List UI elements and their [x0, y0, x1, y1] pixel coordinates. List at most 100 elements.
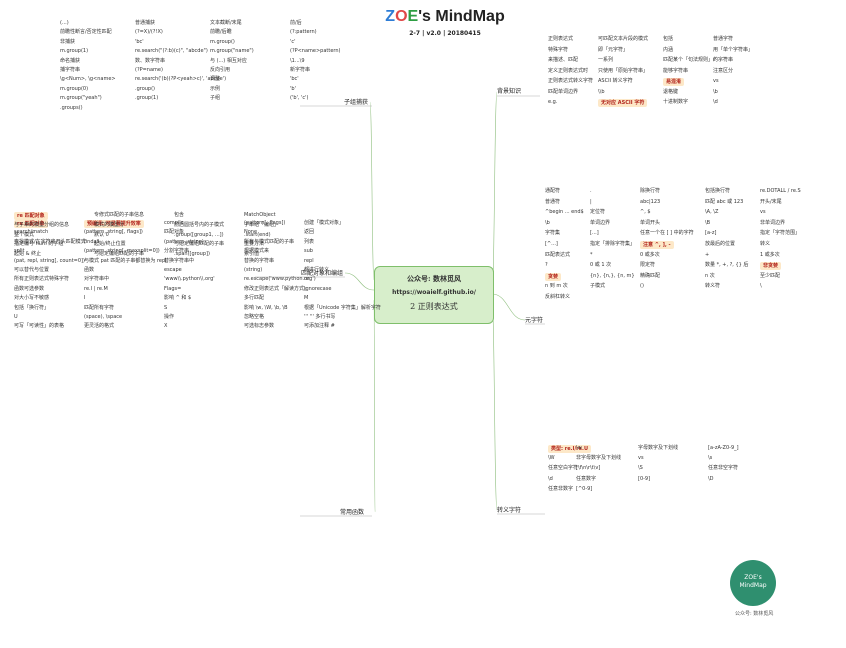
metachar-leaf: 任意一个在 [ ] 中的字符 [640, 230, 694, 237]
metachar-leaf: [^...] [545, 241, 558, 247]
background-leaf: 匹配某个「句法规则」的字符串 [663, 57, 734, 63]
metachar-leaf: 指定「排除字符集」 [590, 241, 636, 247]
common-func-leaf: 查找模式/在字符串开头匹配模式 [14, 238, 86, 245]
escape-leaf: [0-9] [638, 475, 651, 482]
metachar-leaf: 放最后的位置 [705, 241, 736, 247]
metachar-leaf: re.DOTALL / re.S [760, 188, 801, 194]
branch-common-funcs[interactable]: 常用函数 [340, 509, 365, 516]
metachar-leaf: vs [760, 209, 766, 216]
background-leaf: 即「元字符」 [598, 46, 629, 53]
metachar-leaf: {n}, {n,}, {n, m} [590, 272, 635, 279]
metachar-leaf: 0 或 1 次 [590, 262, 612, 269]
common-func-leaf: 可添加注释 # [304, 323, 335, 330]
metachar-leaf: 转义 [760, 241, 771, 247]
branch-subgroups[interactable]: 子组捕获 [344, 99, 369, 106]
subgroup-leaf: \1...\9 [290, 57, 305, 64]
common-func-leaf: (string) [244, 267, 263, 273]
common-func-leaf: 替换字符串中 [164, 257, 195, 264]
subgroup-leaf: 'c' [290, 38, 296, 45]
metachar-leaf: () [640, 283, 644, 290]
subgroup-leaf: 普通捕获 [135, 20, 156, 26]
metachar-leaf: 除换行符 [640, 188, 661, 194]
subgroup-leaf: m.group(1) [60, 48, 89, 55]
common-func-leaf: (space), \space [84, 314, 123, 320]
match-object-leaf: .start(end) [244, 231, 271, 238]
common-func-leaf: Flags= [164, 285, 182, 292]
common-func-leaf: 所有正则表达式特殊字符 [14, 276, 70, 283]
metachar-leaf: 包括换行符 [705, 188, 731, 194]
common-func-leaf: U [14, 314, 18, 320]
metachar-leaf: abc|123 [640, 198, 661, 205]
escape-leaf: 字母数字及下划线 [638, 445, 679, 451]
common-func-leaf: ''' ''' 多行书写 [304, 314, 336, 320]
subgroup-leaf: m.group() [210, 38, 235, 45]
metachar-leaf: | [590, 198, 592, 205]
common-func-leaf: 根据模式来 [244, 248, 270, 255]
background-leaf: vs [713, 78, 719, 84]
metachar-leaf: 反斜杠转义 [545, 294, 571, 300]
subgroup-leaf: .group() [135, 85, 156, 92]
subgroup-leaf: 文本截断/末尾 [210, 20, 242, 26]
escape-leaf: 非字母数字及下划线 [576, 455, 622, 462]
metachar-leaf: \b [545, 219, 550, 226]
escape-leaf: 任意非空字符 [708, 465, 739, 472]
match-object-leaf: 子串组「编组」 [244, 221, 280, 228]
common-func-leaf: compile [164, 220, 184, 226]
common-func-leaf: sub [304, 248, 313, 255]
escape-leaf: 任意数字 [576, 475, 597, 482]
subgroup-leaf: 前瞻性断言/否定性匹配 [60, 29, 112, 36]
subgroup-leaf: 'bc' [135, 38, 144, 45]
branch-match-object[interactable]: 匹配对象和编组 [301, 270, 344, 277]
escape-leaf: \D [708, 475, 714, 482]
background-leaf: 正则表达式转义字符 [548, 78, 594, 84]
metachar-leaf: \A, \Z [705, 209, 719, 216]
background-leaf: 注意区分 [713, 67, 734, 74]
background-leaf: 匹配单词边界 [548, 88, 579, 95]
common-func-leaf: 返回 [304, 229, 315, 236]
subgroup-leaf: 新字符串 [290, 67, 311, 73]
common-func-leaf: 可写「可读性」的表格 [14, 323, 65, 330]
common-func-leaf: 与模式 pat 匹配的子串都替换为 repl [84, 257, 167, 264]
match-object-leaf: 默认 0 [94, 231, 109, 238]
metachar-leaf: . [590, 188, 592, 194]
match-object-leaf: 与给定编组匹配的子串 [174, 241, 225, 248]
background-leaf: 用「单个字符串」 [713, 46, 754, 53]
connector [369, 101, 375, 281]
metachar-leaf: 匹配表达式 [545, 251, 571, 258]
branch-escape[interactable]: 转义字符 [497, 507, 522, 514]
common-func-leaf: 分割字符串 [164, 248, 190, 255]
central-topic[interactable]: 公众号: 数林觅风 https://woaielf.github.io/ 2 正… [374, 266, 494, 324]
common-func-leaf: 更灵活的格式 [84, 323, 115, 330]
common-func-leaf: 函数可选参数 [14, 285, 45, 292]
background-leaf: 可匹配文本片段的模式 [598, 36, 649, 42]
subgroup-leaf: (...) [60, 20, 69, 26]
subgroup-leaf: 非捕获 [60, 38, 76, 45]
metachar-leaf: 限定符 [640, 262, 656, 269]
metachar-leaf: 精确匹配 [640, 272, 661, 279]
background-leaf: 定义正则表达式时 [548, 67, 589, 74]
common-func-leaf: 影响 ^ 和 $ [164, 295, 192, 302]
metachar-leaf: ? [545, 262, 548, 269]
branch-metachar[interactable]: 元字符 [525, 317, 544, 324]
match-object-leaf: 包含 [174, 212, 185, 218]
common-func-leaf: 包括「换行符」 [14, 304, 50, 311]
common-func-leaf: (pattern, string[, flags]) [84, 229, 143, 236]
subgroup-leaf: 反向引用 [210, 67, 231, 73]
escape-leaf: vs [638, 455, 644, 462]
brand-badge: ZOE's MindMap [730, 560, 776, 606]
subgroup-leaf: 数、数字符串 [135, 57, 166, 64]
subgroup-leaf: 前瞻/后瞻 [210, 29, 232, 36]
match-object-leaf: 模式的模型分 [94, 221, 125, 228]
metachar-leaf: 通配符 [545, 188, 561, 194]
common-func-leaf: None [244, 229, 258, 236]
common-func-leaf: 匹配对象 [164, 229, 185, 236]
common-func-leaf: 忽略空格 [244, 314, 265, 320]
page-title: ZOE's MindMap [385, 8, 505, 25]
common-func-leaf: X [164, 323, 168, 330]
common-func-leaf: 操作 [164, 314, 175, 320]
escape-leaf: \S [638, 465, 643, 472]
branch-background[interactable]: 背景知识 [497, 88, 522, 95]
common-func-leaf: 创建「模式对象」 [304, 220, 345, 226]
common-func-leaf: M [304, 295, 309, 302]
background-leaf: 普通字符 [713, 36, 734, 42]
